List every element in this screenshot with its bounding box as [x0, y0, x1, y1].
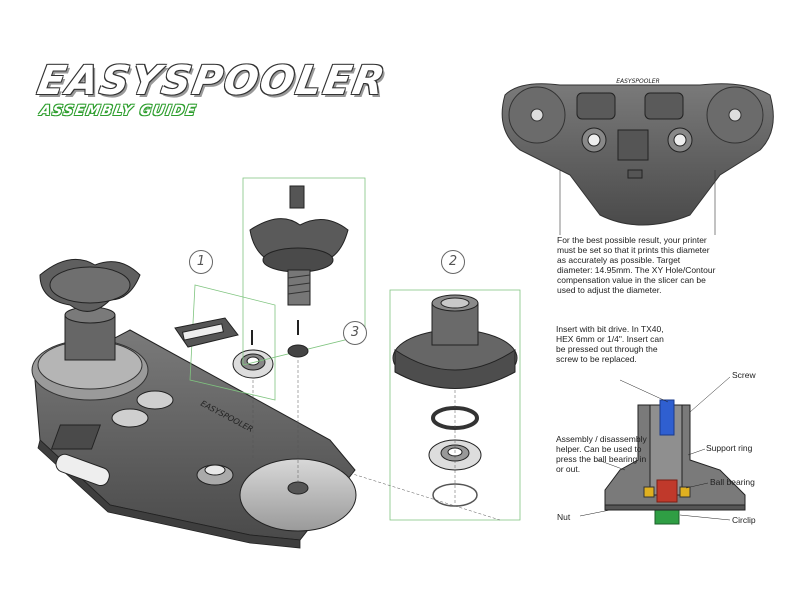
- base-plate: EASYSPOOLER: [31, 258, 357, 549]
- label-support-ring: Support ring: [706, 443, 753, 453]
- top-view-plate: EASYSPOOLER: [501, 78, 774, 235]
- top-view-brand: EASYSPOOLER: [616, 78, 660, 85]
- step-3-badge: 3: [343, 321, 367, 345]
- label-screw: Screw: [732, 370, 756, 380]
- step-1-badge: 1: [189, 250, 213, 274]
- section-view: [579, 376, 746, 525]
- step-2-badge: 2: [441, 250, 465, 274]
- label-ball-bearing: Ball bearing: [710, 477, 755, 487]
- label-circlip: Circlip: [732, 515, 756, 525]
- explode-lines: [252, 360, 501, 521]
- helper-note: Assembly / disassembly helper. Can be us…: [556, 434, 647, 474]
- diameter-note: For the best possible result, your print…: [557, 235, 716, 295]
- label-nut: Nut: [557, 512, 571, 522]
- step3-knob: [242, 177, 366, 366]
- step2-cone: [389, 289, 521, 521]
- insert-note: Insert with bit drive. In TX40, HEX 6mm …: [556, 324, 664, 364]
